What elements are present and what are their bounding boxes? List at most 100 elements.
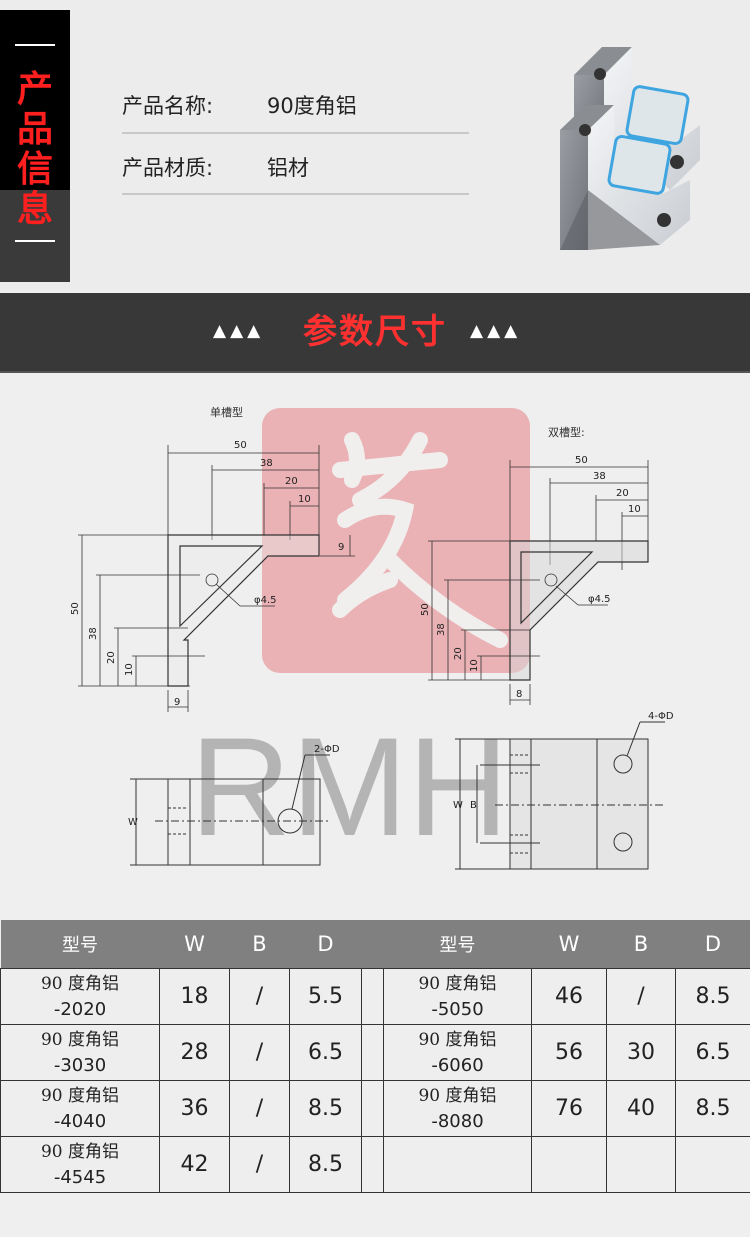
d-cell: 6.5 (289, 1024, 362, 1081)
header-b: B (229, 920, 290, 969)
product-info-section: 产 品 信 息 产品名称: 90度角铝 产品材质: 铝材 (0, 0, 750, 290)
svg-text:50: 50 (575, 455, 588, 466)
double-slot-title: 双槽型: (548, 425, 585, 439)
b-cell: 40 (606, 1080, 676, 1137)
spec-table: 型号 W B D 型号 W B D 90 度角铝-2020 18 / 5.5 9… (0, 920, 750, 1193)
divider (122, 193, 469, 195)
model-cell: 90 度角铝-4040 (0, 1080, 160, 1137)
table-row: 90 度角铝-4040 36 / 8.5 90 度角铝-8080 76 40 8… (0, 1080, 750, 1137)
svg-text:50: 50 (234, 440, 247, 451)
section-banner: ▲▲▲ 参数尺寸 ▲▲▲ (0, 293, 750, 373)
header-model: 型号 (383, 920, 532, 969)
w-cell: 56 (531, 1024, 607, 1081)
section-title: 参数尺寸 (303, 312, 447, 352)
d-cell: 8.5 (675, 1080, 750, 1137)
svg-text:38: 38 (260, 458, 273, 469)
svg-text:50: 50 (70, 602, 81, 615)
header-b: B (606, 920, 676, 969)
svg-text:10: 10 (298, 494, 311, 505)
svg-text:RMH: RMH (190, 708, 509, 865)
header-w: W (159, 920, 230, 969)
svg-text:4-ΦD: 4-ΦD (648, 711, 674, 722)
model-cell: 90 度角铝-2020 (0, 968, 160, 1025)
svg-text:38: 38 (593, 471, 606, 482)
header-model: 型号 (0, 920, 160, 969)
svg-text:20: 20 (616, 488, 629, 499)
info-label: 产品材质: (122, 156, 214, 180)
svg-text:20: 20 (453, 647, 464, 660)
side-tag-text: 产 品 信 息 (16, 69, 53, 230)
table-row: 90 度角铝-2020 18 / 5.5 90 度角铝-5050 46 / 8.… (0, 968, 750, 1025)
svg-text:9: 9 (338, 542, 344, 553)
b-cell (606, 1136, 676, 1193)
triangle-deco-icon: ▲▲▲ (213, 321, 265, 341)
header-d: D (675, 920, 750, 969)
svg-text:φ4.5: φ4.5 (254, 595, 277, 606)
table-row: 90 度角铝-3030 28 / 6.5 90 度角铝-6060 56 30 6… (0, 1024, 750, 1081)
svg-text:20: 20 (106, 651, 117, 664)
svg-text:38: 38 (88, 627, 99, 640)
d-cell: 8.5 (289, 1080, 362, 1137)
d-cell: 5.5 (289, 968, 362, 1025)
header-d: D (289, 920, 362, 969)
model-cell (383, 1136, 532, 1193)
gap-cell (361, 1080, 384, 1137)
technical-drawing: RMH 单槽型 50 38 20 10 9 9 φ4.5 50 38 20 (70, 405, 674, 870)
info-value: 90度角铝 (267, 94, 357, 118)
header-w: W (531, 920, 607, 969)
triangle-deco-icon: ▲▲▲ (470, 321, 522, 341)
info-label: 产品名称: (122, 94, 214, 118)
svg-text:10: 10 (124, 663, 135, 676)
rmh-watermark: RMH (190, 708, 509, 865)
model-cell: 90 度角铝-4545 (0, 1136, 160, 1193)
b-cell: / (229, 968, 290, 1025)
b-cell: 30 (606, 1024, 676, 1081)
info-row-material: 产品材质: 铝材 (122, 152, 309, 182)
svg-text:9: 9 (174, 697, 180, 708)
d-cell: 8.5 (289, 1136, 362, 1193)
w-cell: 42 (159, 1136, 230, 1193)
tag-divider (15, 240, 55, 242)
w-cell: 28 (159, 1024, 230, 1081)
w-cell: 46 (531, 968, 607, 1025)
b-cell: / (606, 968, 676, 1025)
product-info-side-tag: 产 品 信 息 (0, 10, 70, 282)
svg-text:10: 10 (628, 504, 641, 515)
svg-text:38: 38 (436, 623, 447, 636)
d-cell: 6.5 (675, 1024, 750, 1081)
divider (122, 132, 469, 134)
svg-text:50: 50 (420, 603, 431, 616)
single-slot-title: 单槽型 (210, 405, 243, 419)
model-cell: 90 度角铝-6060 (383, 1024, 532, 1081)
info-value: 铝材 (267, 156, 309, 180)
header-gap (361, 920, 384, 969)
w-cell: 36 (159, 1080, 230, 1137)
gap-cell (361, 1024, 384, 1081)
gap-cell (361, 1136, 384, 1193)
table-header-row: 型号 W B D 型号 W B D (0, 920, 750, 969)
b-cell: / (229, 1080, 290, 1137)
w-cell (531, 1136, 607, 1193)
svg-text:W: W (128, 817, 138, 828)
model-cell: 90 度角铝-8080 (383, 1080, 532, 1137)
spec-table-section: 型号 W B D 型号 W B D 90 度角铝-2020 18 / 5.5 9… (0, 920, 750, 1193)
d-cell: 8.5 (675, 968, 750, 1025)
w-cell: 18 (159, 968, 230, 1025)
b-cell: / (229, 1024, 290, 1081)
info-row-name: 产品名称: 90度角铝 (122, 90, 357, 120)
d-cell (675, 1136, 750, 1193)
table-row: 90 度角铝-4545 42 / 8.5 (0, 1136, 750, 1193)
model-cell: 90 度角铝-3030 (0, 1024, 160, 1081)
product-photo (560, 47, 700, 250)
svg-text:2-ΦD: 2-ΦD (314, 744, 340, 755)
svg-text:10: 10 (469, 659, 480, 672)
svg-text:W: W (453, 800, 463, 811)
svg-text:20: 20 (285, 476, 298, 487)
w-cell: 76 (531, 1080, 607, 1137)
svg-text:8: 8 (516, 689, 522, 700)
b-cell: / (229, 1136, 290, 1193)
tag-divider (15, 44, 55, 46)
seal-watermark (262, 408, 530, 673)
model-cell: 90 度角铝-5050 (383, 968, 532, 1025)
gap-cell (361, 968, 384, 1025)
